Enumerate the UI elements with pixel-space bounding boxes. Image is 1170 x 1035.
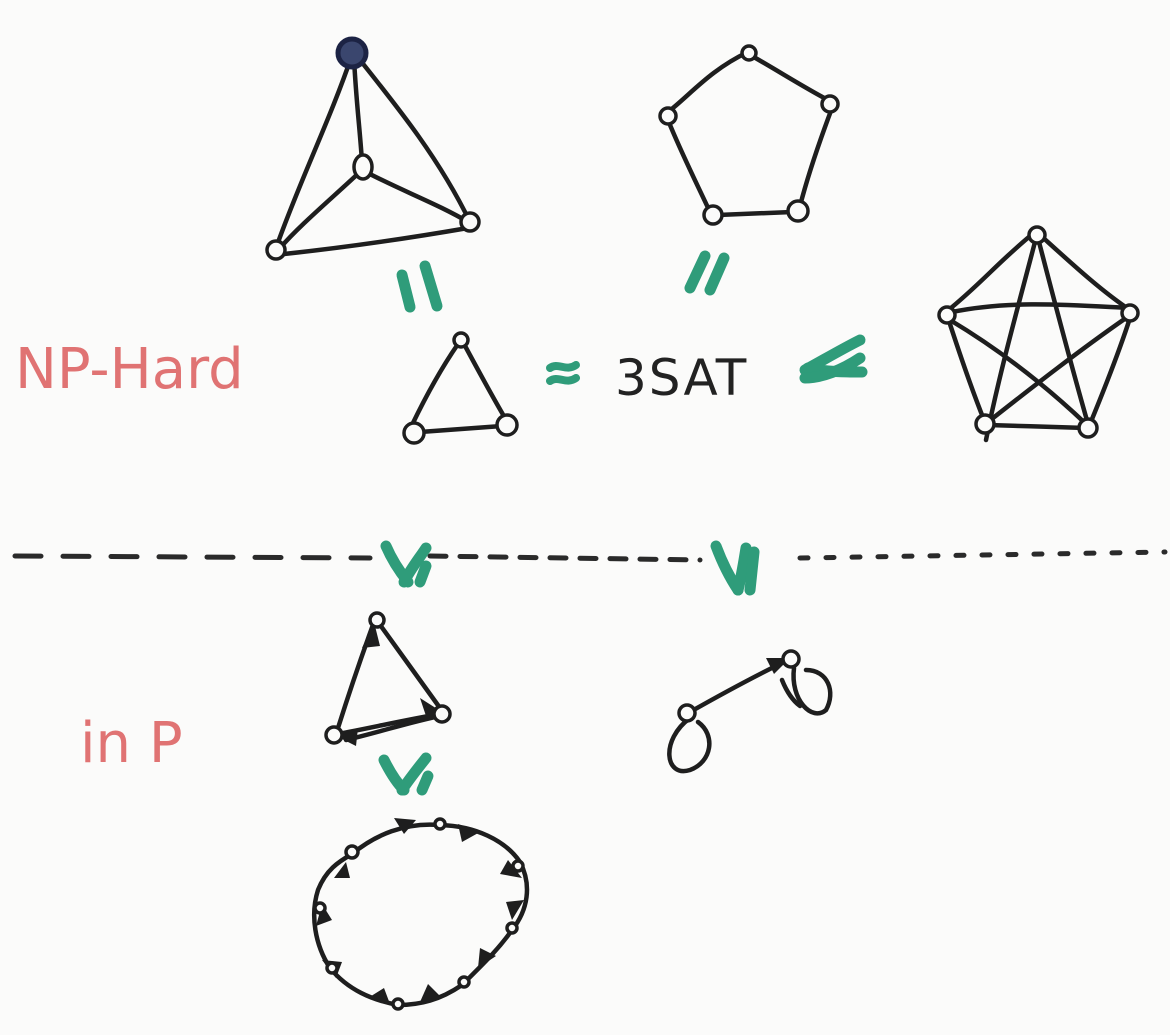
arrowhead [458,824,480,842]
self-loop [779,677,803,709]
equals-triangle-3sat [546,361,580,385]
k4-edge [273,52,355,251]
k4-edge [281,225,471,257]
le-cycle [378,752,434,796]
cycle-node [457,975,471,989]
in-p-label: in P [80,711,183,776]
k5-node [1120,303,1140,323]
k3-edge [461,341,508,421]
k5-node [974,413,996,435]
k5-edge [947,317,1089,427]
k5-edge [1087,315,1133,427]
directed-node [368,611,386,629]
arrowhead [478,948,496,968]
k4-edge [353,52,473,225]
k5-edge [983,235,1039,443]
directed-node [324,725,344,745]
equals-c5-triangle [684,250,730,296]
arrowhead [506,900,524,920]
c5-edge [797,105,835,209]
cycle-node [433,817,447,831]
k5-graph [937,225,1140,443]
cycle-node [391,997,405,1011]
arrowhead [334,862,350,878]
k3-edge [409,341,461,428]
k5-edge [949,302,1131,315]
np-hard-label: NP-Hard [15,337,244,402]
k3-node [452,331,470,349]
three-sat-label: 3SAT [615,349,748,407]
arrowhead [336,728,358,746]
c5-node [658,106,678,126]
self-loop [667,715,712,774]
k5-node [1027,225,1047,245]
c5-edge [715,209,795,218]
k5-edge [943,229,1038,315]
k5-edge [945,315,987,423]
self-loop [791,665,833,716]
k5-edge [985,422,1089,431]
c5-edge [749,53,831,103]
k3-node [402,421,426,445]
directed-node [432,704,452,724]
cycle-node [325,961,339,975]
k5-node [1077,417,1099,439]
k4-node [265,239,287,261]
k5-edge [985,315,1129,425]
cycle-node [505,921,519,935]
equals-k4-triangle [396,260,443,313]
c5-node [702,204,724,226]
k5-node [937,305,957,325]
np-p-divider [12,549,1168,563]
k5-edge [1035,235,1091,427]
digraph-node [781,649,801,669]
c5-edge [665,117,713,215]
k4-node-highlighted [335,36,369,70]
k4-node [352,153,374,181]
c5-edge [665,49,751,115]
k4-edge [363,169,471,225]
k5-edge [1036,231,1133,313]
k4-node [459,211,481,233]
directed-edge [375,619,443,711]
arrowhead [368,988,390,1004]
k4-edge [277,167,365,251]
le-two-node-digraph [710,540,760,596]
arrowhead [394,818,416,834]
arrowhead [420,984,440,1002]
k4-graph [265,36,481,261]
k3-node [495,413,519,437]
cycle-node [313,901,327,915]
arrowhead [500,860,522,878]
cycle-node [344,844,360,860]
digraph-node [677,703,697,723]
c5-node [820,94,840,114]
le-k5-3sat [799,334,868,384]
k4-edge [351,55,365,165]
le-directed-triangle [380,540,432,588]
k3-edge [417,423,505,435]
directed-cycle-graph [311,817,530,1011]
directed-triangle-graph [324,611,452,746]
arrowhead [316,904,332,926]
k3-graph [402,331,519,445]
two-node-digraph [667,649,833,774]
c5-node [786,199,810,223]
cycle-node [511,859,525,873]
c5-graph [658,44,840,226]
c5-node [740,44,758,62]
